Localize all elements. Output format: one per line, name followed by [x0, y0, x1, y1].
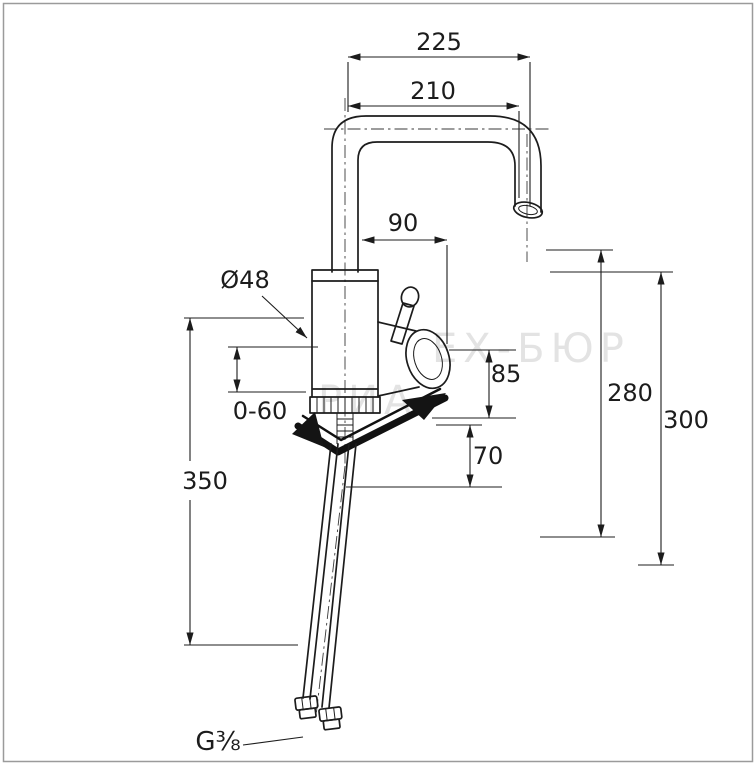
fitting-facets: [325, 707, 336, 721]
dimension-280: 280: [540, 249, 653, 538]
ext-lines-0-60: [228, 346, 318, 393]
handle-knob: [400, 286, 420, 308]
dimension-diameter-48: Ø48: [220, 266, 308, 339]
mounting-bracket-left-wing: [292, 412, 324, 447]
supply-hose-right: [321, 443, 357, 709]
dimensions: 225 210 90 Ø48 0-60: [182, 28, 709, 757]
dimension-90-label: 90: [388, 209, 419, 237]
spout-aerator-ellipse: [518, 204, 538, 216]
supply-hose-left: [302, 443, 339, 700]
ext-lines-300: [550, 271, 674, 566]
hose-fitting-left: [294, 695, 319, 720]
dimension-85: 85: [432, 349, 522, 419]
dimension-thread: G⅜: [195, 727, 304, 757]
fitting-tip: [298, 707, 317, 720]
spout-inner-edge: [357, 141, 516, 273]
fitting-facets: [301, 696, 312, 710]
handle-boss-connectors: [377, 321, 420, 397]
centerline-hoses: [315, 465, 346, 717]
faucet-drawing: [292, 98, 552, 731]
ext-lines-70: [346, 424, 502, 488]
dimension-70: 70: [346, 424, 504, 488]
dimension-210-label: 210: [410, 77, 456, 105]
watermark: ЕХ-БЮР РИА: [318, 326, 630, 424]
watermark-text-1: ЕХ-БЮР: [432, 326, 630, 372]
body-top-cap: [311, 269, 379, 282]
ext-lines-280: [540, 249, 615, 538]
fitting-tip: [322, 718, 341, 731]
mounting-shank: [336, 413, 354, 444]
handle-boss-inner: [413, 338, 443, 380]
base-collar-ribs: [316, 397, 374, 413]
ext-lines-85: [432, 349, 516, 419]
dimension-225-label: 225: [416, 28, 462, 56]
dimension-300-label: 300: [663, 406, 709, 434]
dimension-0-60: 0-60: [228, 346, 318, 425]
body-sides: [311, 280, 379, 398]
spout-outer-edge: [331, 115, 542, 273]
dimension-48-label: Ø48: [220, 266, 269, 294]
ext-lines-350: [184, 317, 304, 646]
spout-outlet-ellipse: [512, 201, 544, 219]
dimension-350-label: 350: [182, 467, 228, 495]
dimension-300: 300: [550, 271, 709, 566]
handle-boss-outer: [405, 328, 451, 390]
watermark-text-2: РИА: [318, 378, 417, 424]
thread-size-label: G⅜: [195, 727, 240, 757]
dimension-70-label: 70: [473, 442, 504, 470]
hose-fitting-right: [318, 706, 343, 731]
dimension-350: 350: [182, 317, 304, 646]
dimension-210: 210: [348, 77, 520, 198]
leader-line-48: [261, 295, 308, 339]
dimension-280-label: 280: [607, 379, 653, 407]
dimension-0-60-label: 0-60: [233, 397, 287, 425]
mounting-bracket-right-wing: [402, 393, 446, 420]
leader-line-thread: [242, 736, 304, 746]
dimension-225: 225: [347, 28, 531, 206]
dimension-85-label: 85: [491, 360, 522, 388]
dimension-90: 90: [362, 209, 448, 344]
